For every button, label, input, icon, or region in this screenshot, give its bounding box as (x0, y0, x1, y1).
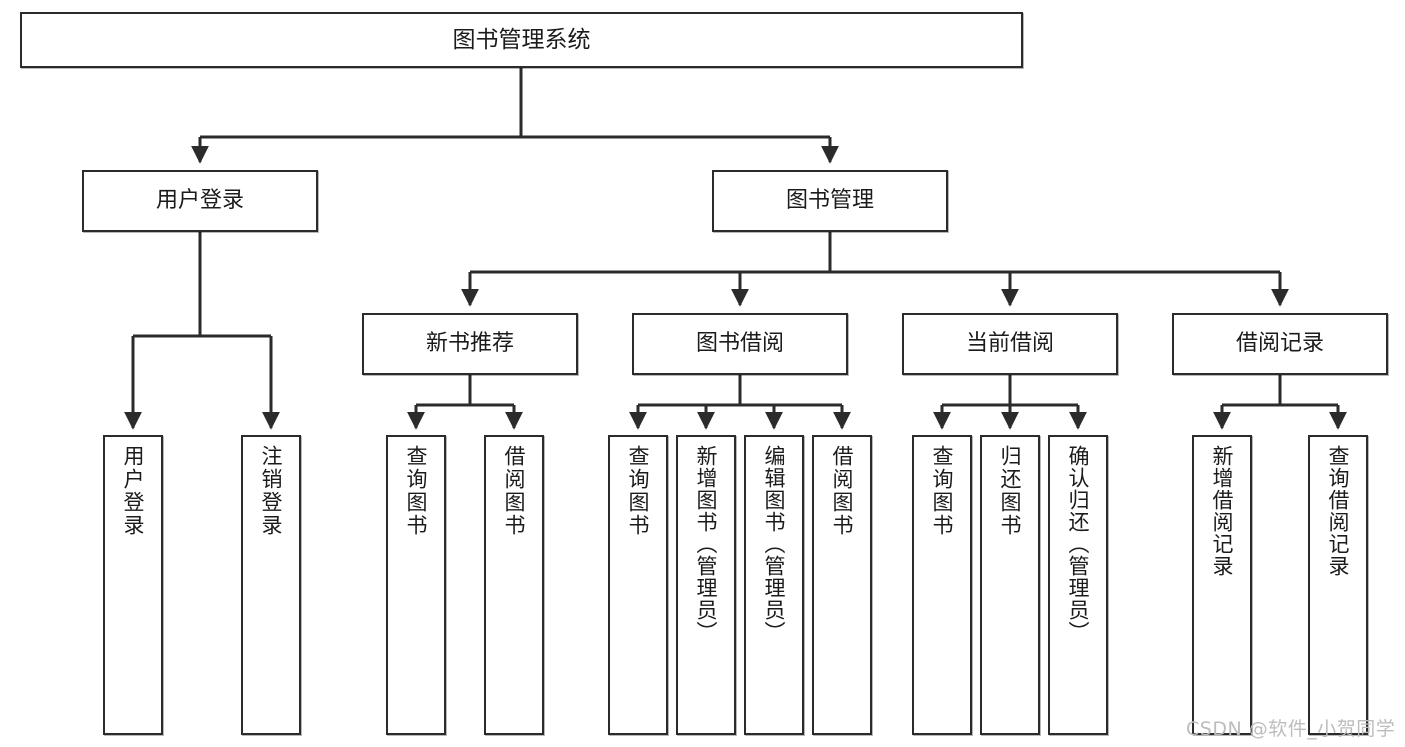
node-label: 图书借阅 (695, 331, 784, 357)
node-label: 编辑图书（管理员） (762, 445, 787, 643)
leaf-borrow-book-recommend[interactable]: 借阅图书 (484, 435, 544, 735)
leaf-edit-book-admin[interactable]: 编辑图书（管理员） (744, 435, 804, 735)
node-label: 新书推荐 (425, 331, 514, 357)
node-label: 查询图书 (930, 445, 955, 537)
node-label: 用户登录 (121, 445, 146, 537)
leaf-logout[interactable]: 注销登录 (241, 435, 301, 735)
node-label: 借阅图书 (502, 445, 527, 537)
node-label: 查询图书 (626, 445, 651, 537)
node-borrow-record[interactable]: 借阅记录 (1172, 313, 1388, 375)
leaf-add-borrow-record[interactable]: 新增借阅记录 (1192, 435, 1252, 735)
node-label: 图书管理 (785, 188, 874, 214)
node-current-borrow[interactable]: 当前借阅 (902, 313, 1118, 375)
node-label: 查询借阅记录 (1326, 445, 1351, 577)
node-book-management[interactable]: 图书管理 (712, 170, 948, 232)
leaf-confirm-return-admin[interactable]: 确认归还（管理员） (1048, 435, 1108, 735)
node-label: 图书管理系统 (452, 26, 591, 53)
node-label: 注销登录 (259, 445, 284, 537)
node-label: 借阅记录 (1235, 331, 1324, 357)
node-label: 当前借阅 (965, 331, 1054, 357)
node-user-login[interactable]: 用户登录 (82, 170, 318, 232)
watermark-text: CSDN @软件_小贺同学 (1186, 718, 1396, 740)
leaf-query-borrow-record[interactable]: 查询借阅记录 (1308, 435, 1368, 735)
node-label: 借阅图书 (830, 445, 855, 537)
leaf-add-book-admin[interactable]: 新增图书（管理员） (676, 435, 736, 735)
node-label: 新增借阅记录 (1210, 445, 1235, 577)
leaf-query-book-borrow[interactable]: 查询图书 (608, 435, 668, 735)
node-root-system[interactable]: 图书管理系统 (20, 12, 1023, 68)
node-label: 确认归还（管理员） (1066, 445, 1091, 643)
leaf-return-book[interactable]: 归还图书 (980, 435, 1040, 735)
node-label: 用户登录 (155, 188, 244, 214)
node-label: 新增图书（管理员） (694, 445, 719, 643)
node-label: 查询图书 (404, 445, 429, 537)
leaf-user-login[interactable]: 用户登录 (103, 435, 163, 735)
node-book-borrow[interactable]: 图书借阅 (632, 313, 848, 375)
leaf-query-book-recommend[interactable]: 查询图书 (386, 435, 446, 735)
node-new-book-recommend[interactable]: 新书推荐 (362, 313, 578, 375)
node-label: 归还图书 (998, 445, 1023, 537)
leaf-query-book-current[interactable]: 查询图书 (912, 435, 972, 735)
leaf-borrow-book[interactable]: 借阅图书 (812, 435, 872, 735)
